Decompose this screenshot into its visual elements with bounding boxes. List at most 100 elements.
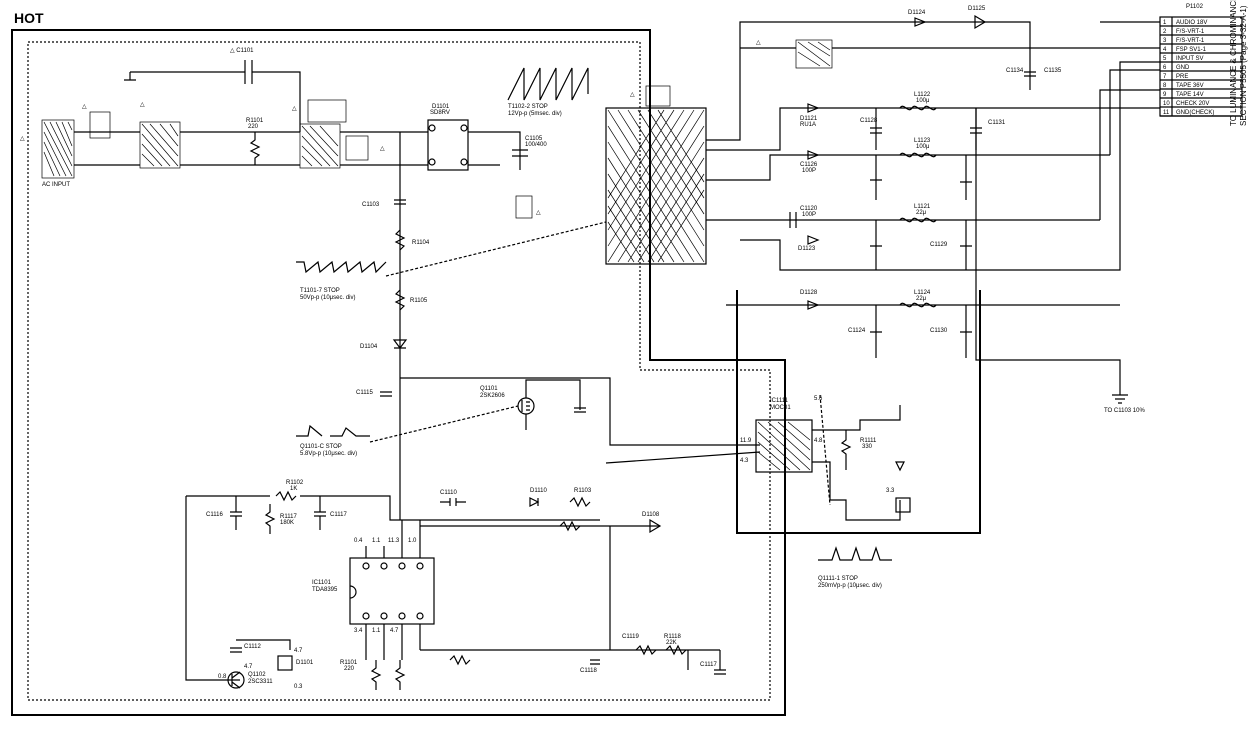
svg-text:D1124: D1124 xyxy=(908,10,926,16)
secondary-rail-4: D1128 L1124 22μ C1124 C1130 TO C1103 10% xyxy=(726,108,1145,414)
svg-text:100P: 100P xyxy=(802,168,816,174)
svg-text:220: 220 xyxy=(344,666,355,672)
svg-text:C1120: C1120 xyxy=(800,206,818,212)
connector-pin-number: 3 xyxy=(1163,38,1167,44)
secondary-rail-2: C1126 100P L1123 100μ xyxy=(706,138,1110,200)
svg-text:IC1111: IC1111 xyxy=(770,398,789,404)
svg-text:TDA8395: TDA8395 xyxy=(312,587,338,593)
svg-text:2SK2606: 2SK2606 xyxy=(480,393,505,399)
main-filter-cap xyxy=(512,149,528,157)
svg-text:C1119: C1119 xyxy=(622,634,639,640)
connector-pin-number: 2 xyxy=(1163,29,1167,35)
svg-text:11.3: 11.3 xyxy=(388,538,400,544)
svg-text:L1124: L1124 xyxy=(914,290,931,296)
svg-text:△ C1101: △ C1101 xyxy=(230,48,254,54)
svg-text:C1110: C1110 xyxy=(440,490,457,496)
svg-text:D1101: D1101 xyxy=(432,104,450,110)
svg-text:D1121: D1121 xyxy=(800,116,818,122)
connector-pin-name: GND xyxy=(1176,65,1190,71)
hot-label: HOT xyxy=(14,10,44,26)
probe-line-q1101 xyxy=(369,405,519,443)
svg-text:△: △ xyxy=(756,40,761,46)
svg-text:C1126: C1126 xyxy=(800,162,818,168)
svg-text:4.8: 4.8 xyxy=(814,438,823,444)
svg-text:C1128: C1128 xyxy=(860,118,878,124)
svg-text:100P: 100P xyxy=(802,212,816,218)
svg-text:D1104: D1104 xyxy=(360,344,378,350)
waveform-t1102: T1102-2 STOP 12Vp-p (5msec. div) xyxy=(507,67,589,117)
svg-text:3.3: 3.3 xyxy=(886,488,895,494)
svg-text:T1101-7 STOP: T1101-7 STOP xyxy=(300,288,340,294)
svg-text:C1131: C1131 xyxy=(988,120,1006,126)
svg-text:△: △ xyxy=(292,106,297,112)
svg-text:SECTION P5505 (Page 3-32-A-1): SECTION P5505 (Page 3-32-A-1) xyxy=(1239,5,1248,126)
lower-right-network: C1119 R1118 22K C1117 C1118 xyxy=(420,526,726,675)
svg-text:R1101: R1101 xyxy=(340,660,358,666)
transistor-q1102: Q1102 2SC3311 0.8 4.7 C1112 4.7 0.3 D110… xyxy=(218,639,314,690)
svg-text:IC1101: IC1101 xyxy=(312,580,332,586)
svg-text:Q1102: Q1102 xyxy=(248,672,266,678)
svg-text:4.7: 4.7 xyxy=(294,648,303,654)
svg-text:R1105: R1105 xyxy=(410,298,428,304)
svg-text:△: △ xyxy=(630,92,635,98)
svg-text:D1128: D1128 xyxy=(800,290,818,296)
bridge-wire-right xyxy=(468,131,521,170)
ac-input-block: △ AC INPUT xyxy=(20,119,75,188)
control-ic1101: IC1101 TDA8395 0.4 1.1 11.3 1.0 3.4 1.1 … xyxy=(312,520,435,660)
svg-text:△: △ xyxy=(380,146,385,152)
svg-text:C1103: C1103 xyxy=(362,202,380,208)
svg-text:L1121: L1121 xyxy=(914,204,931,210)
svg-text:P1102: P1102 xyxy=(1186,4,1204,10)
svg-text:C1117: C1117 xyxy=(330,512,347,518)
svg-text:D1108: D1108 xyxy=(642,512,660,518)
svg-text:L1122: L1122 xyxy=(914,92,931,98)
bridge-wire-left xyxy=(380,131,428,166)
resistor-r1101: R1101 220 xyxy=(246,118,264,165)
svg-text:180K: 180K xyxy=(280,520,294,526)
top-diode-branch: D1124 D1125 C1134 C1135 xyxy=(706,6,1062,141)
svg-text:SD8RV: SD8RV xyxy=(430,110,450,116)
svg-text:12Vp-p (5msec. div): 12Vp-p (5msec. div) xyxy=(508,111,562,117)
svg-text:Q1101-C STOP: Q1101-C STOP xyxy=(300,444,342,450)
connector-pin-name: F/S-VRT-1 xyxy=(1176,29,1205,35)
transistor-q1101: Q1101 2SK2606 xyxy=(480,379,586,430)
svg-text:C1115: C1115 xyxy=(356,390,373,396)
svg-text:R1101: R1101 xyxy=(246,118,264,124)
svg-text:R1104: R1104 xyxy=(412,240,430,246)
probe-line-t1101 xyxy=(385,221,607,277)
svg-text:0.8: 0.8 xyxy=(218,674,227,680)
svg-text:C1130: C1130 xyxy=(930,328,948,334)
svg-text:△: △ xyxy=(82,104,87,110)
svg-text:22μ: 22μ xyxy=(916,296,927,302)
svg-text:5.8Vp-p (10μsec. div): 5.8Vp-p (10μsec. div) xyxy=(300,451,357,457)
svg-text:C1135: C1135 xyxy=(1044,68,1062,74)
cold-region-box xyxy=(736,290,981,534)
svg-text:220: 220 xyxy=(248,124,259,130)
svg-text:△: △ xyxy=(536,210,541,216)
thermistor-block xyxy=(515,195,533,219)
svg-text:MOC81: MOC81 xyxy=(770,405,791,411)
svg-text:330: 330 xyxy=(862,444,873,450)
connector-pin-number: 1 xyxy=(1163,20,1167,26)
svg-text:11.9: 11.9 xyxy=(740,438,752,444)
svg-text:C1124: C1124 xyxy=(848,328,866,334)
secondary-rail-1: D1121 RU1A L1122 100μ C1128 C1131 xyxy=(706,92,1100,151)
snubber-chain: C1103 R1104 R1105 D1104 C1115 xyxy=(356,199,760,446)
connector-pin-name: INPUT SV xyxy=(1176,56,1204,62)
fuse-block xyxy=(345,135,369,161)
feedback-network: R1102 1K C1116 R1117 180K C1117 C1110 D1… xyxy=(185,480,662,681)
svg-text:3.4: 3.4 xyxy=(354,628,363,634)
svg-text:100/400: 100/400 xyxy=(525,142,547,148)
svg-text:22μ: 22μ xyxy=(916,210,927,216)
x-cap-wire xyxy=(130,60,301,132)
svg-text:C1112: C1112 xyxy=(244,644,261,650)
svg-text:4.7: 4.7 xyxy=(244,664,253,670)
regulator-block xyxy=(795,39,833,69)
svg-text:2SC3311: 2SC3311 xyxy=(248,679,273,685)
svg-text:22K: 22K xyxy=(666,640,677,646)
svg-text:C1117: C1117 xyxy=(700,662,717,668)
connector-pin-name: AUDIO 18V xyxy=(1176,20,1207,26)
